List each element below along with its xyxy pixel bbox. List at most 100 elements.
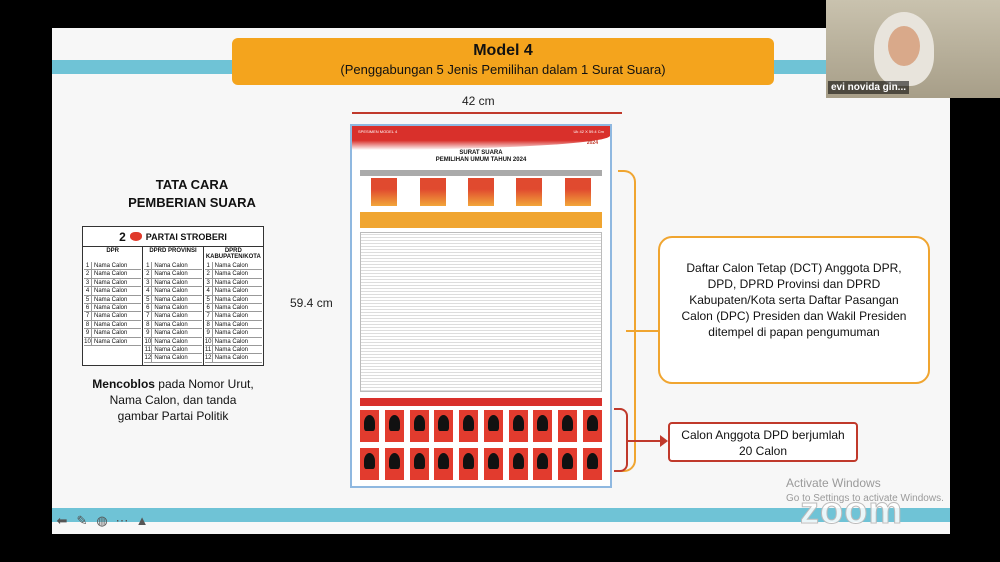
dpd-candidate-photo bbox=[533, 410, 553, 442]
red-arrowhead bbox=[660, 435, 668, 447]
party-name: PARTAI STROBERI bbox=[145, 231, 227, 242]
ballot-dpd-row-2 bbox=[360, 448, 602, 482]
ballot-president-strip bbox=[360, 170, 602, 176]
activate-windows-watermark: Activate Windows Go to Settings to activ… bbox=[786, 476, 944, 504]
dpd-candidate-photo bbox=[459, 448, 479, 480]
ballot-title: SURAT SUARA PEMILIHAN UMUM TAHUN 2024 bbox=[435, 150, 527, 163]
dpd-candidate-photo bbox=[508, 448, 528, 480]
ballot-president-photos bbox=[360, 178, 602, 208]
ballot-legislative-header bbox=[360, 212, 602, 228]
voting-caption: Mencoblos pada Nomor Urut, Nama Calon, d… bbox=[92, 377, 254, 423]
highlighter-icon[interactable]: ◍ bbox=[96, 513, 108, 528]
cursor-icon[interactable]: ▲ bbox=[135, 513, 149, 528]
slide-title: Model 4 bbox=[473, 42, 533, 59]
width-dimension-line bbox=[352, 112, 622, 114]
ballot-spec-label: SPESIMEN MODEL 4 bbox=[358, 129, 398, 134]
kpu-logo: 2024 bbox=[586, 140, 598, 146]
ballot-size-label: Uk 42 X 59.4 Cm bbox=[573, 129, 604, 134]
slide-title-box: Model 4 (Penggabungan 5 Jenis Pemilihan … bbox=[232, 38, 774, 85]
ballot-party-grid bbox=[360, 232, 602, 392]
dpd-candidate-photo bbox=[360, 448, 379, 480]
candidate-pair-photo bbox=[467, 178, 494, 206]
dpd-candidate-photo bbox=[582, 410, 602, 442]
pen-icon[interactable]: ✎ bbox=[76, 513, 88, 528]
dpd-candidate-photo bbox=[409, 410, 429, 442]
zoom-logo: zoom bbox=[799, 490, 904, 533]
participant-face bbox=[888, 26, 920, 66]
dpd-candidate-photo bbox=[384, 410, 404, 442]
candidate-pair-photo bbox=[516, 178, 543, 206]
width-dimension-label: 42 cm bbox=[462, 94, 495, 108]
candidate-pair-photo bbox=[419, 178, 446, 206]
candidate-pair-photo bbox=[564, 178, 591, 206]
dpd-candidate-photo bbox=[558, 448, 578, 480]
sample-party-header: 2 PARTAI STROBERI bbox=[83, 227, 263, 247]
shared-slide: Model 4 (Penggabungan 5 Jenis Pemilihan … bbox=[52, 28, 950, 534]
arrow-left-icon[interactable]: ⬅ bbox=[56, 513, 68, 528]
height-dimension-label: 59.4 cm bbox=[290, 296, 333, 310]
participant-name: evi novida gin... bbox=[828, 81, 910, 94]
dpd-candidate-photo bbox=[409, 448, 429, 480]
participant-video-tile[interactable]: evi novida gin... bbox=[826, 0, 1000, 98]
dpd-candidate-photo bbox=[558, 410, 578, 442]
dpd-candidate-photo bbox=[459, 410, 479, 442]
annotation-toolbar: ⬅ ✎ ◍ ⋯ ▲ bbox=[54, 513, 150, 529]
candidate-pair-photo bbox=[371, 178, 398, 206]
dpd-candidate-photo bbox=[483, 410, 503, 442]
dpd-candidate-photo bbox=[483, 448, 503, 480]
dpd-candidate-photo bbox=[434, 448, 454, 480]
ballot-dpd-header bbox=[360, 398, 602, 406]
voting-procedure-heading: TATA CARA PEMBERIAN SUARA bbox=[128, 177, 256, 210]
orange-brace bbox=[618, 170, 636, 472]
red-connector bbox=[626, 440, 666, 442]
dpd-candidate-photo bbox=[533, 448, 553, 480]
slide-bottom-bar bbox=[52, 508, 950, 522]
party-number: 2 bbox=[119, 229, 126, 244]
dpd-candidate-photo bbox=[360, 410, 379, 442]
strawberry-icon bbox=[129, 232, 142, 241]
ballot-dpd-row-1 bbox=[360, 410, 602, 444]
more-icon[interactable]: ⋯ bbox=[115, 513, 129, 528]
dpd-candidate-photo bbox=[582, 448, 602, 480]
dpd-candidate-photo bbox=[508, 410, 528, 442]
dpd-candidate-photo bbox=[384, 448, 404, 480]
ballot-specimen: SPESIMEN MODEL 4 Uk 42 X 59.4 Cm 2024 SU… bbox=[350, 124, 612, 488]
